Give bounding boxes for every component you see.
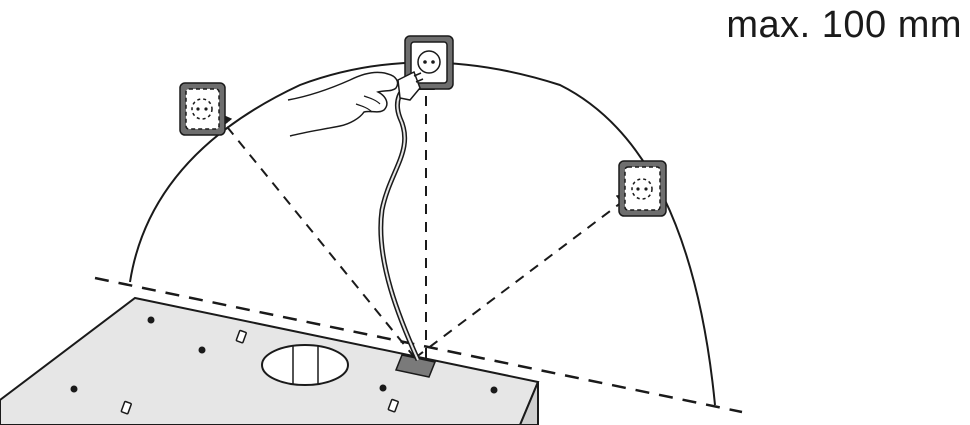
hood-side-face [518,381,539,425]
hood-slot [235,329,247,344]
plug-icon [397,70,424,101]
power-cable [378,86,421,362]
dashed-socket-icon [179,82,226,136]
hood-hole [147,316,155,324]
hood-hole [379,384,387,392]
hood-slot [120,400,132,415]
hood-hole [490,386,498,394]
exhaust-opening [261,344,349,386]
exhaust-inner [292,346,319,384]
cable-outlet-plate [394,354,437,378]
power-cable-inner [379,87,419,361]
hood-hole [70,385,78,393]
dashed-socket-icon [618,160,667,217]
radius-line-right [414,191,636,359]
hand-holding-plug-icon [287,71,399,137]
hood-hole [198,346,206,354]
cooker-hood [0,296,540,425]
max-distance-label: max. 100 mm [726,4,962,46]
hood-slot [387,398,399,413]
